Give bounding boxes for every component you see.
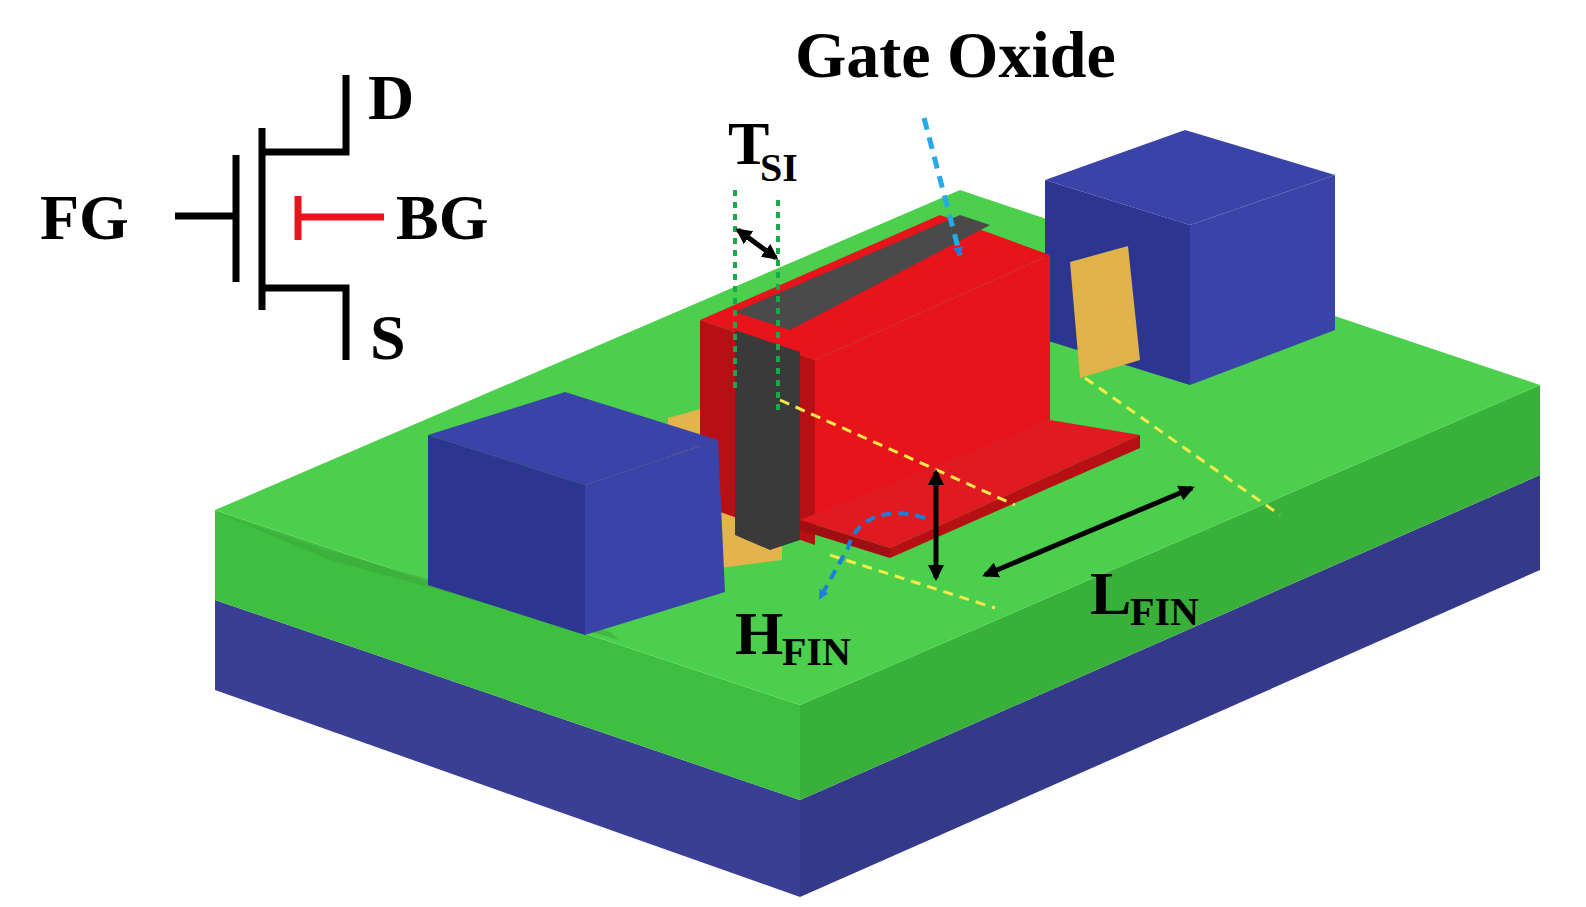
- callout-label: Gate Oxide: [795, 22, 1116, 88]
- substrate: [215, 190, 1540, 897]
- transistor-symbol: [175, 75, 384, 360]
- terminal-label: S: [370, 306, 406, 370]
- terminal-label: FG: [40, 186, 129, 250]
- dimension-label: H: [735, 602, 783, 664]
- terminal-label: BG: [396, 186, 488, 250]
- dimension-subscript: FIN: [1130, 592, 1199, 632]
- source-block: [428, 392, 725, 635]
- dimension-label: L: [1090, 562, 1131, 624]
- gate: [700, 215, 1140, 558]
- dimension-subscript: SI: [760, 148, 798, 188]
- terminal-label: D: [368, 66, 414, 130]
- dimension-subscript: FIN: [782, 632, 851, 672]
- dimension-guides: [735, 118, 1280, 608]
- drain-block: [1045, 130, 1335, 385]
